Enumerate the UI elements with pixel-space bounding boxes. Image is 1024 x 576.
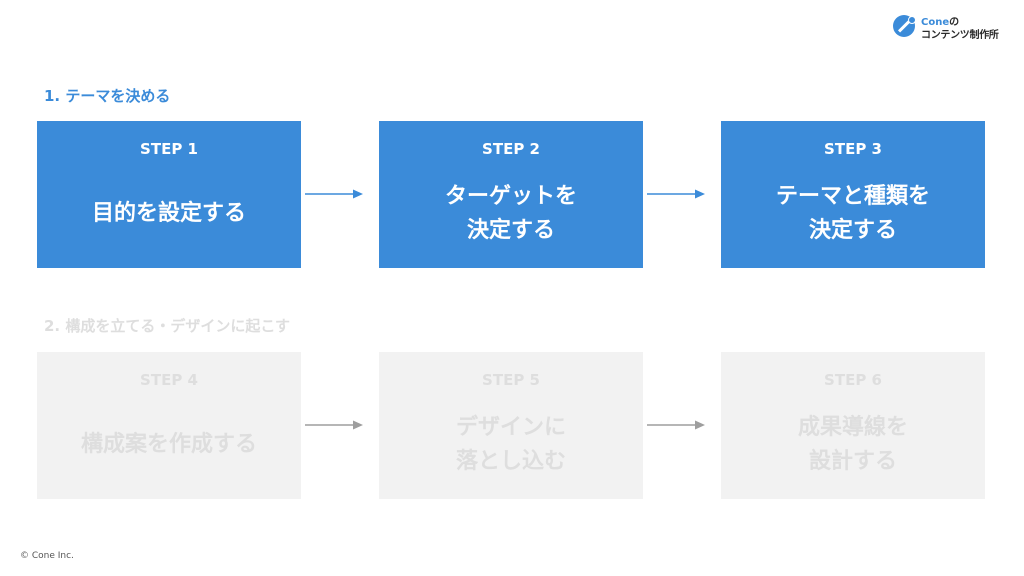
step-title: テーマと種類を 決定する: [775, 183, 930, 243]
step-box-1: STEP 1 目的を設定する: [37, 121, 301, 268]
step-label: STEP 2: [482, 140, 540, 158]
company-logo: Coneの コンテンツ制作所: [893, 12, 1015, 42]
cone-logo-mark-icon: [893, 15, 916, 37]
logo-particle: の: [949, 17, 960, 28]
step-label: STEP 3: [824, 140, 882, 158]
step-label: STEP 1: [140, 140, 198, 158]
step-label: STEP 6: [824, 371, 882, 389]
step-box-2: STEP 2 ターゲットを 決定する: [379, 121, 643, 268]
step-label: STEP 4: [140, 371, 198, 389]
arrow-right-icon: [305, 419, 363, 431]
section-title-1: 1. テーマを決める: [44, 87, 171, 105]
step-box-4: STEP 4 構成案を作成する: [37, 352, 301, 499]
step-title: 目的を設定する: [91, 200, 246, 226]
logo-tagline: コンテンツ制作所: [921, 30, 999, 41]
logo-brand-name: Cone: [921, 17, 950, 28]
section-title-2: 2. 構成を立てる・デザインに起こす: [44, 317, 291, 335]
step-box-6: STEP 6 成果導線を 設計する: [721, 352, 985, 499]
logo-brand-line: Coneの: [921, 13, 959, 28]
step-box-3: STEP 3 テーマと種類を 決定する: [721, 121, 985, 268]
step-title: 構成案を作成する: [80, 431, 257, 457]
copyright-notice: © Cone Inc.: [20, 551, 74, 561]
step-box-5: STEP 5 デザインに 落とし込む: [379, 352, 643, 499]
step-label: STEP 5: [482, 371, 540, 389]
step-title: 成果導線を 設計する: [797, 414, 908, 474]
arrow-right-icon: [647, 188, 705, 200]
step-title: ターゲットを 決定する: [444, 183, 577, 243]
arrow-right-icon: [305, 188, 363, 200]
step-title: デザインに 落とし込む: [455, 414, 566, 474]
arrow-right-icon: [647, 419, 705, 431]
